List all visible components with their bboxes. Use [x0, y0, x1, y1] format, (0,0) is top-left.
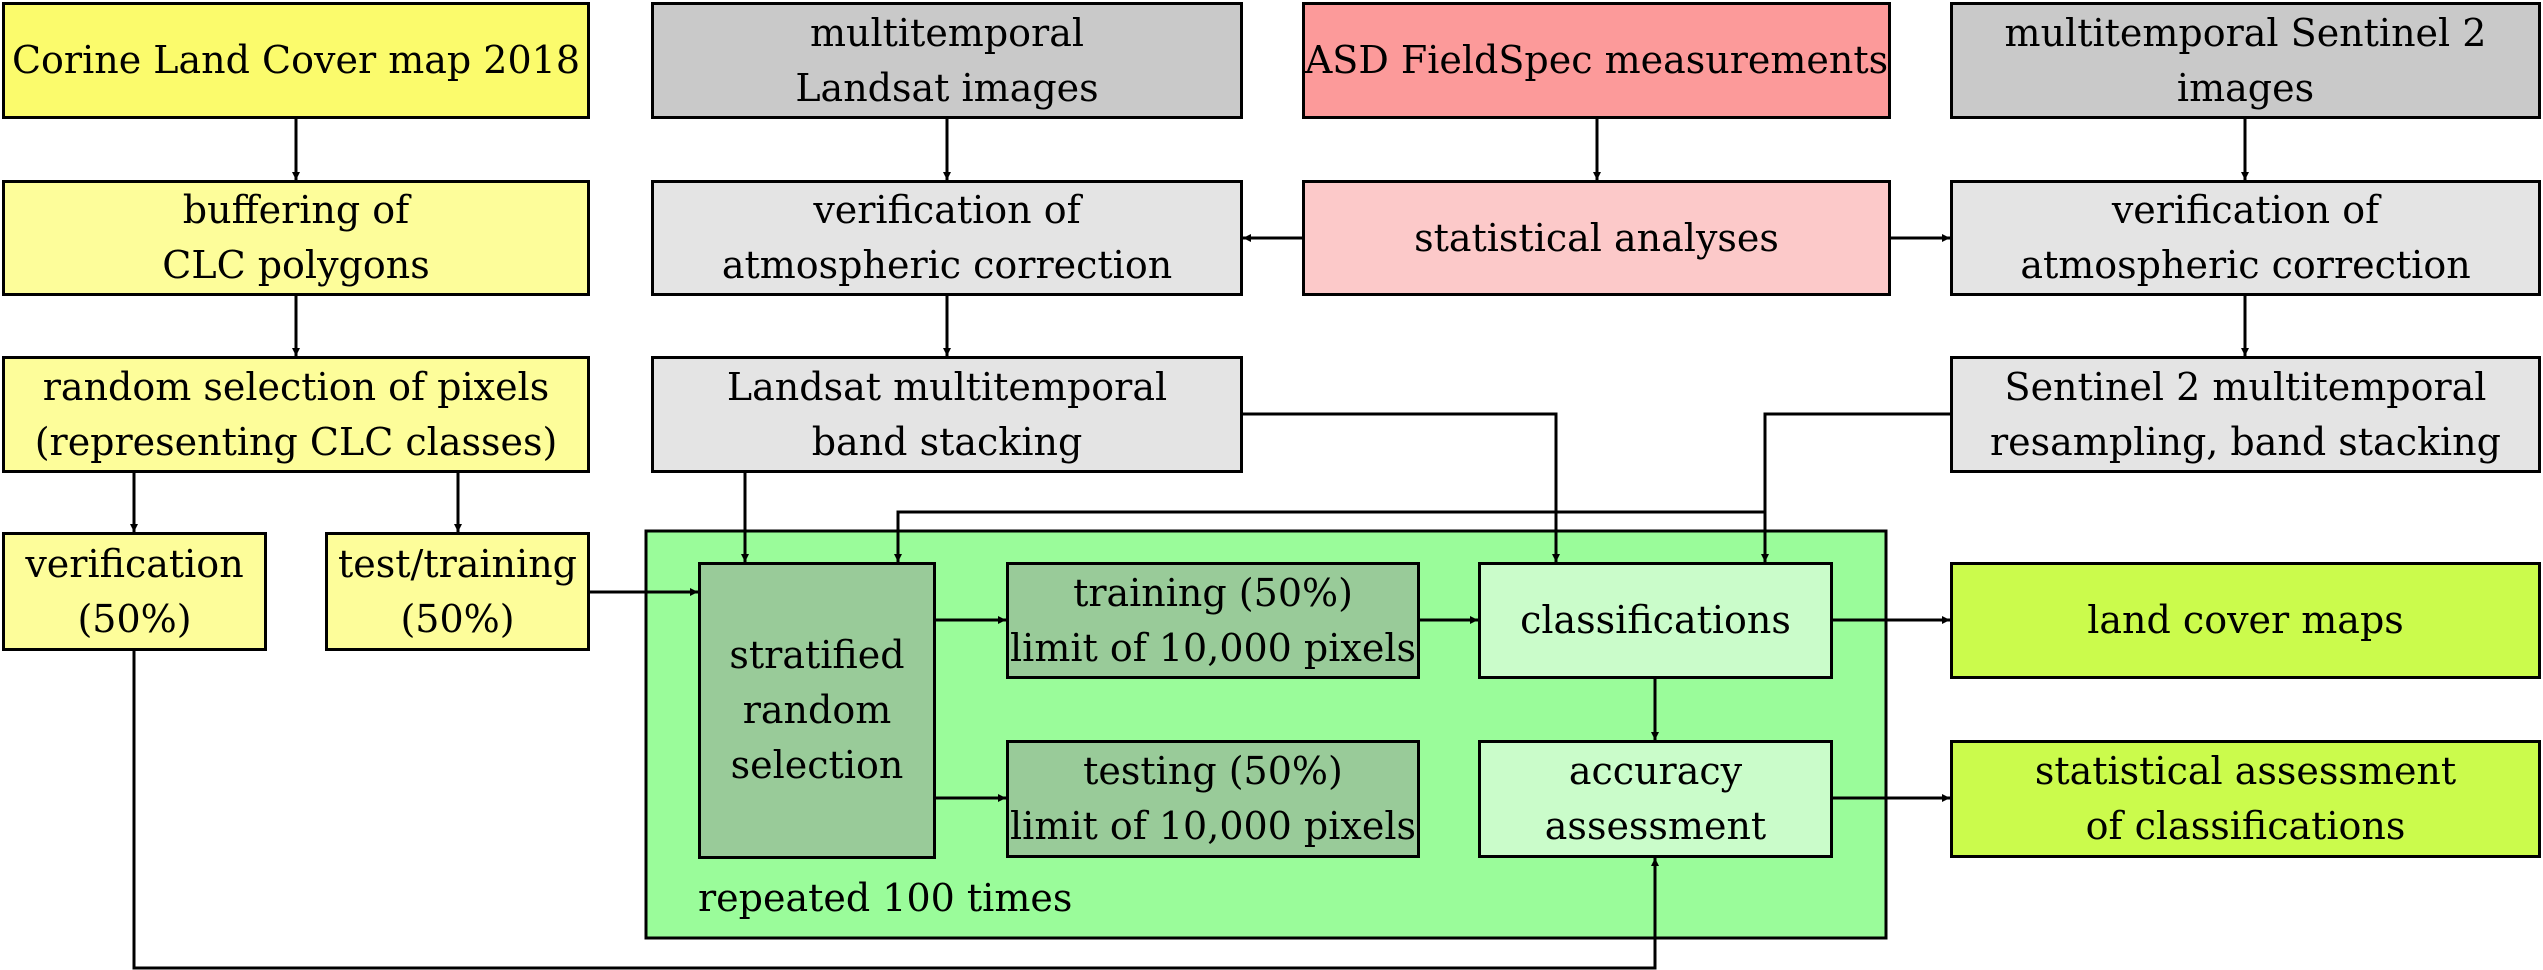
land-cover-maps-node: land cover maps	[1950, 562, 2541, 679]
node-text-line: ASD FieldSpec measurements	[1304, 38, 1889, 82]
node-text-line: Corine Land Cover map 2018	[11, 38, 581, 82]
node-text-line: verification of	[813, 188, 1081, 232]
sentinel-images-node: multitemporal Sentinel 2 images	[1950, 2, 2541, 119]
node-text-line: atmospheric correction	[721, 243, 1173, 287]
node-text-line: random selection of pixels	[42, 364, 550, 409]
verification-to-accuracy-arrow	[132, 651, 1659, 970]
node-text-line: verification of	[2111, 188, 2380, 232]
sentinel-stacking-node: Sentinel 2 multitemporal resampling, band…	[1950, 356, 2541, 473]
landsat-stacking-node: Landsat multitemporal band stacking	[651, 356, 1243, 473]
node-text-line: images	[2176, 65, 2315, 110]
node-text-line: training (50%)	[1073, 570, 1353, 615]
buffering-node: buffering of CLC polygons	[2, 180, 590, 296]
node-text-line: assessment	[1544, 804, 1767, 848]
node-text-line: selection	[730, 743, 904, 787]
testing-sample-node: testing (50%) limit of 10,000 pixels	[1006, 740, 1420, 858]
node-text-line: random	[742, 688, 892, 732]
node-text-line: limit of 10,000 pixels	[1010, 625, 1416, 670]
connectors	[130, 119, 2249, 970]
node-text-line: stratified	[729, 633, 905, 677]
node-text-line: statistical analyses	[1414, 215, 1779, 260]
training-sample-node: training (50%) limit of 10,000 pixels	[1006, 562, 1420, 679]
node-text-line: (50%)	[400, 596, 515, 641]
sentinel-verification-node: verification of atmospheric correction	[1950, 180, 2541, 296]
statistical-assessment-node: statistical assessment of classifications	[1950, 740, 2541, 858]
classifications-node: classifications	[1478, 562, 1833, 679]
node-text-line: statistical assessment	[2034, 749, 2457, 793]
node-text-line: accuracy	[1568, 749, 1743, 793]
corine-map-node: Corine Land Cover map 2018	[2, 2, 590, 119]
node-text-line: multitemporal	[809, 10, 1085, 55]
node-text-line: buffering of	[182, 188, 410, 232]
asd-fieldspec-node: ASD FieldSpec measurements	[1302, 2, 1891, 119]
stratified-selection-node: stratified random selection	[698, 562, 936, 859]
node-text-line: land cover maps	[2087, 598, 2404, 642]
node-text-line: classifications	[1520, 598, 1791, 642]
node-text-line: CLC polygons	[162, 243, 430, 287]
node-text-line: multitemporal Sentinel 2	[2004, 10, 2487, 55]
node-text-line: Sentinel 2 multitemporal	[2004, 364, 2487, 409]
node-text-line: verification	[25, 541, 244, 586]
landsat-verification-node: verification of atmospheric correction	[651, 180, 1243, 296]
loop-feedback-to-stratified-arrow	[894, 510, 1765, 562]
node-text-line: (50%)	[77, 596, 192, 641]
node-text-line: resampling, band stacking	[1990, 419, 2501, 464]
node-text-line: of classifications	[2085, 804, 2406, 848]
node-text-line: test/training	[337, 541, 577, 586]
node-text-line: atmospheric correction	[2020, 243, 2471, 287]
random-selection-node: random selection of pixels (representing …	[2, 356, 590, 473]
node-text-line: Landsat multitemporal	[726, 364, 1168, 409]
node-text-line: limit of 10,000 pixels	[1010, 804, 1416, 848]
loop-label: repeated 100 times	[698, 876, 1073, 920]
node-text-line: (representing CLC classes)	[34, 419, 558, 464]
node-text-line: testing (50%)	[1083, 749, 1343, 793]
statistical-analyses-node: statistical analyses	[1302, 180, 1891, 296]
verification-split-node: verification (50%)	[2, 532, 267, 651]
test-training-split-node: test/training (50%)	[325, 532, 590, 651]
node-text-line: Landsat images	[795, 65, 1099, 110]
node-text-line: band stacking	[811, 419, 1083, 464]
accuracy-assessment-node: accuracy assessment	[1478, 740, 1833, 858]
